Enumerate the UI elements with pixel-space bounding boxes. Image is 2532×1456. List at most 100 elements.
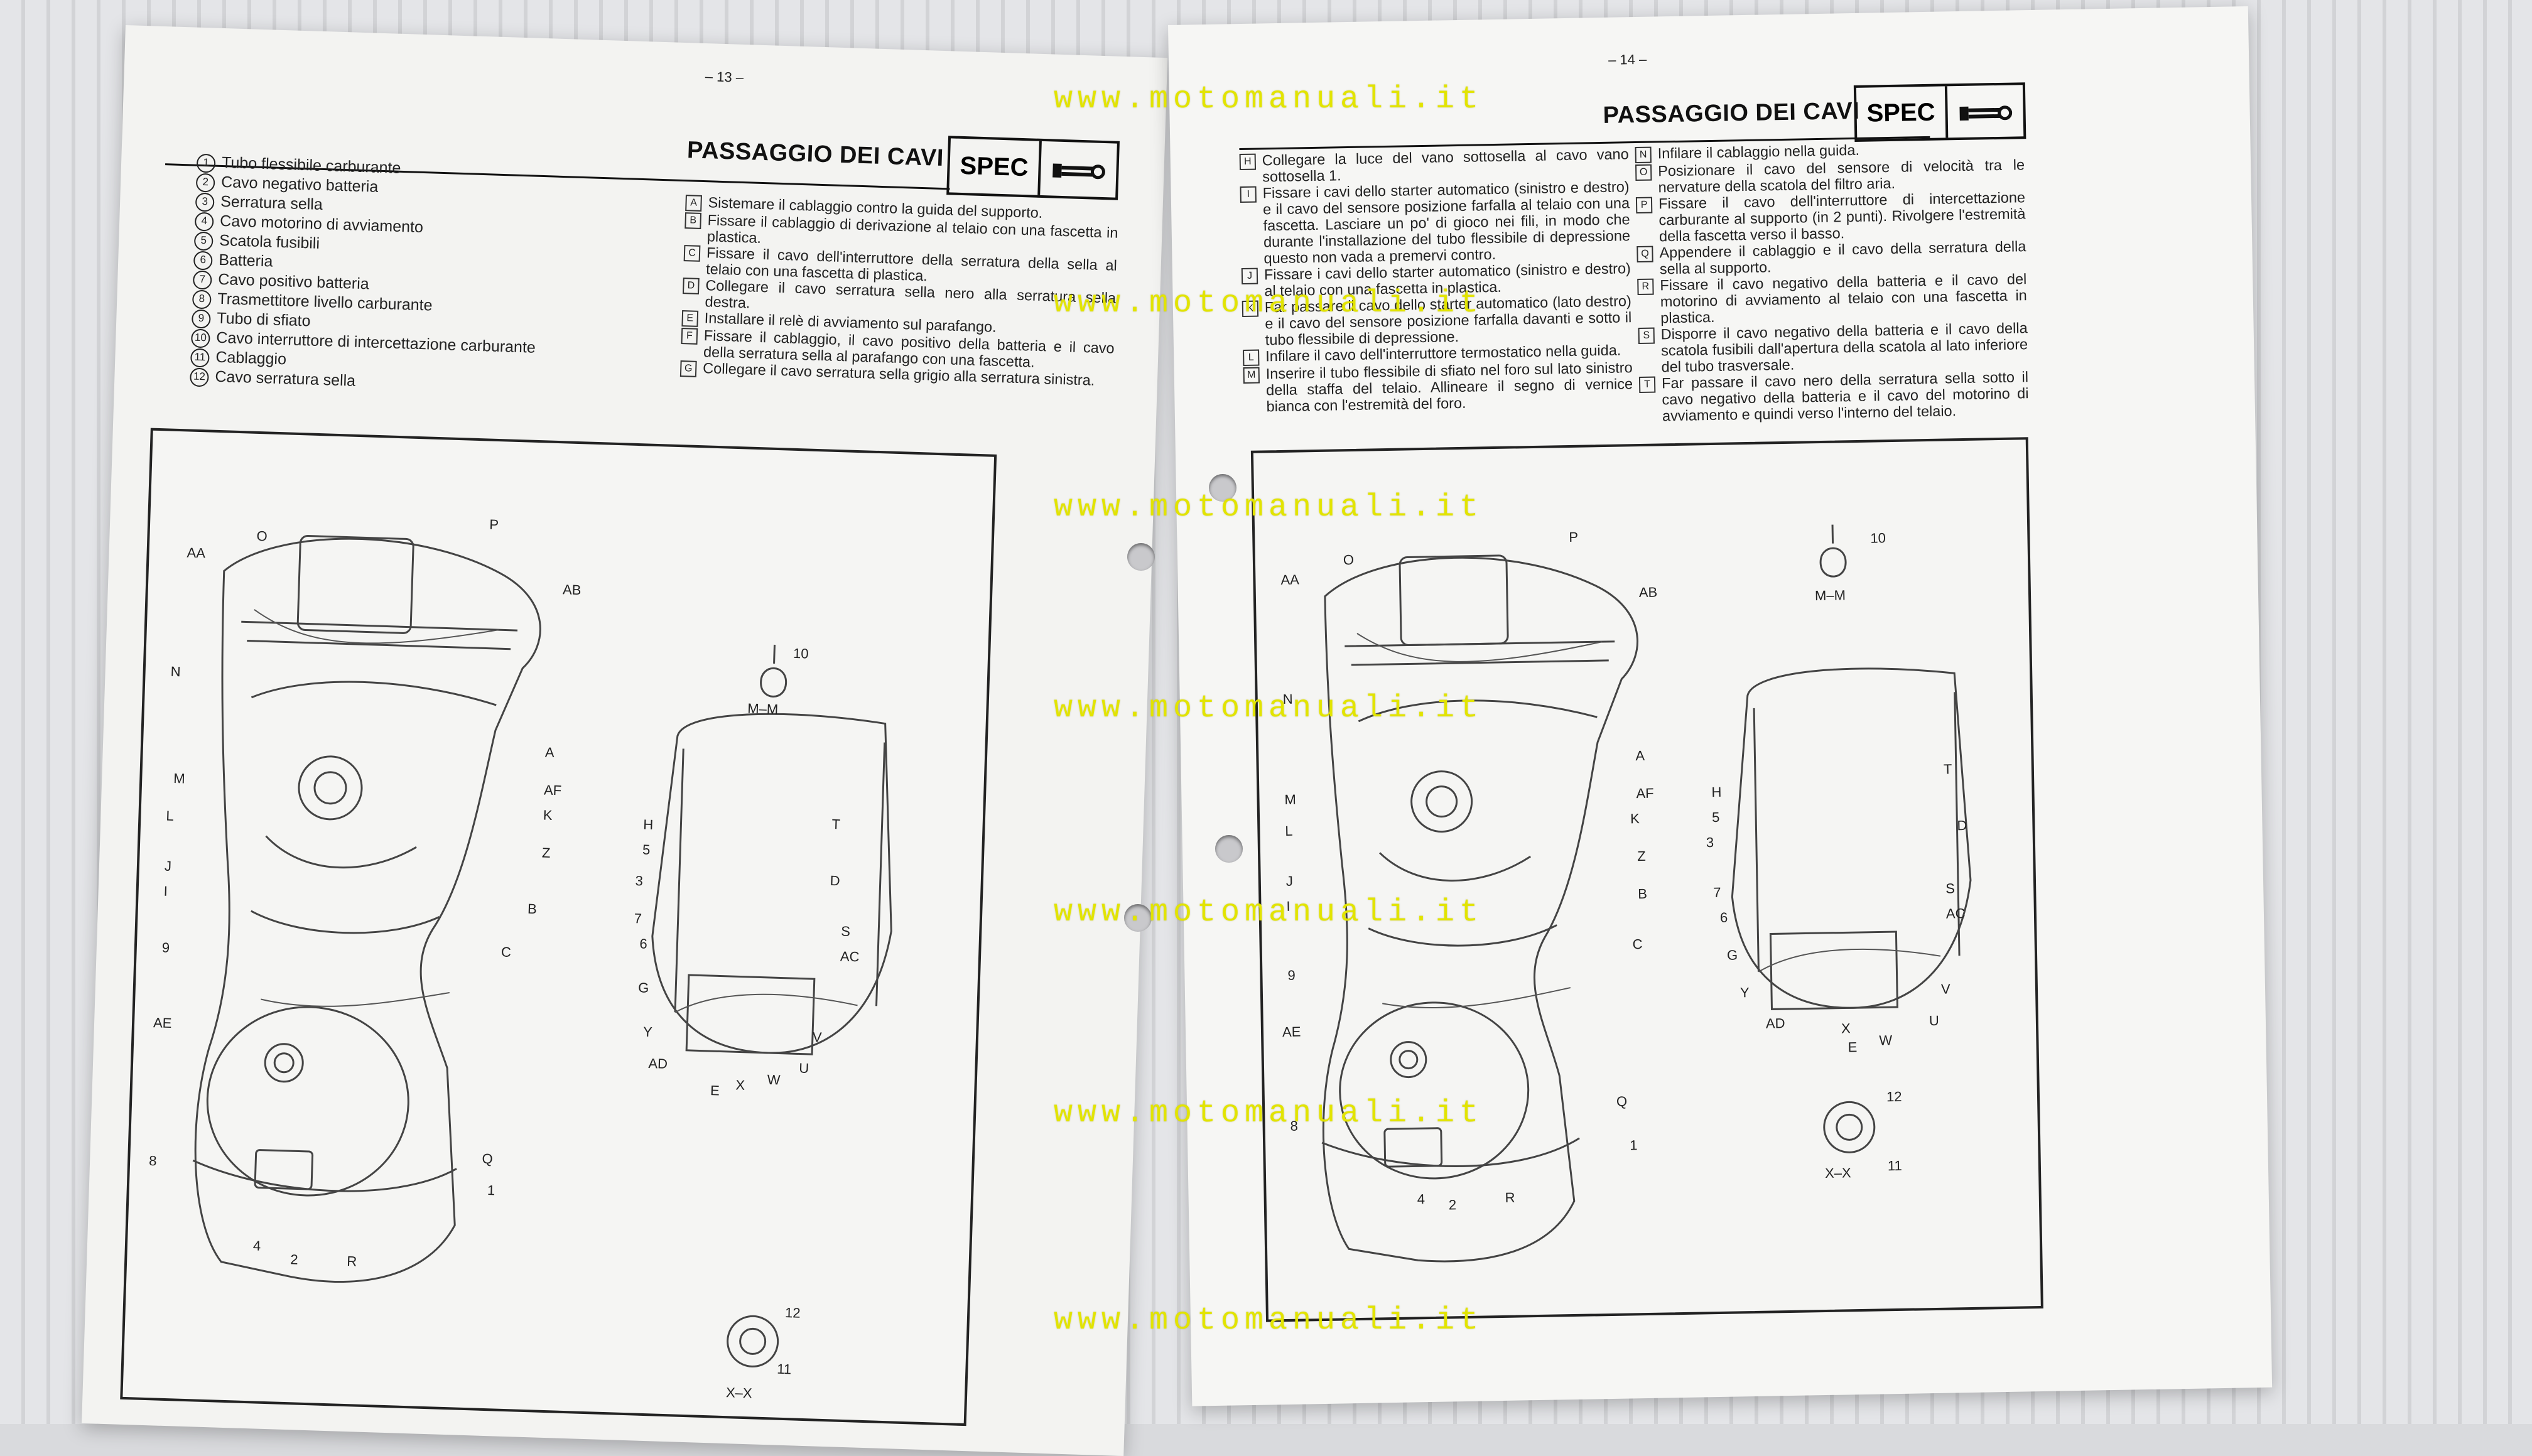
spec-badge: SPEC [1853,82,2026,142]
diagram-callout-ad: AD [648,1055,668,1072]
item-number: 11 [190,348,210,368]
diagram-callout-10: 10 [1870,530,1886,546]
diagram-callout-h: H [1711,784,1721,800]
diagram-callout-u: U [1929,1013,1939,1028]
diagram-callout-x: X [1841,1020,1851,1036]
watermark-text: www.motomanuali.it [1053,286,1484,321]
note-key: A [685,195,702,212]
binder-hole [1124,904,1152,932]
item-text: Fissare il cavo negativo della batteria … [1660,271,2027,326]
diagram-callout-i: I [163,883,168,899]
note-item: I Fissare i cavi dello starter automatico… [1240,178,1630,267]
diagram-callout-g: G [1727,947,1738,963]
item-number: 5 [193,231,214,251]
diagram-callout-e: E [1848,1039,1857,1055]
note-key: S [1638,327,1655,345]
diagram-callout-8: 8 [149,1153,157,1168]
binder-hole [1215,835,1243,863]
diagram-callout-a: A [545,745,555,760]
diagram-callout-e: E [710,1082,720,1098]
item-text: Fissare i cavi dello starter automatico … [1262,178,1631,267]
note-key: B [684,212,702,229]
diagram-callout-d: D [830,873,840,888]
item-number: 10 [190,328,210,348]
spec-badge: SPEC [946,136,1120,200]
note-key: T [1638,376,1656,393]
note-key: J [1241,267,1258,285]
section-label-xx: X–X [1825,1165,1851,1181]
note-key: L [1243,349,1260,366]
diagram-callout-9: 9 [1287,968,1296,983]
diagram-callout-ad: AD [1766,1015,1785,1032]
diagram-callout-3: 3 [1706,834,1714,850]
diagram-callout-7: 7 [1713,885,1721,900]
wrench-routing-icon [1947,85,2023,138]
item-text: Tubo di sfiato [216,309,311,330]
note-key: E [681,310,699,327]
diagram-callout-j: J [1286,873,1293,889]
diagram-callout-aa: AA [1280,571,1299,588]
diagram-callout-4: 4 [1417,1191,1425,1207]
diagram-callout-1: 1 [487,1182,495,1198]
binder-hole [1209,474,1236,502]
diagram-callout-d: D [1957,817,1967,833]
item-number: 2 [195,173,215,193]
diagram-callout-w: W [1879,1032,1892,1048]
diagram-callout-z: Z [1637,848,1646,864]
diagram-callout-m: M [1284,792,1296,807]
diagram-callout-v: V [813,1029,823,1045]
diagram-callout-q: Q [1616,1094,1628,1109]
diagram-callout-1: 1 [1630,1137,1638,1153]
watermark-text: www.motomanuali.it [1053,895,1484,930]
diagram-callout-l: L [1285,823,1293,839]
diagram-callout-o: O [1343,552,1355,568]
spec-label: SPEC [1856,86,1949,139]
item-text: Far passare il cavo nero della serratura… [1661,369,2029,424]
diagram-callout-l: L [166,808,174,824]
item-number: 3 [195,192,215,212]
section-label-xx: X–X [726,1384,753,1401]
diagram-callout-3: 3 [635,873,643,888]
item-text: Cablaggio [215,348,287,369]
note-key: I [1240,186,1257,203]
diagram-callout-ae: AE [153,1015,172,1031]
diagram-callout-m: M [173,770,185,787]
diagram-callout-z: Z [542,844,551,860]
page-title: PASSAGGIO DEI CAVI [1603,97,1860,129]
diagram-callout-9: 9 [161,940,170,956]
spec-label: SPEC [949,138,1042,195]
diagram-callout-12: 12 [785,1305,801,1321]
diagram-callout-ac: AC [1946,905,1966,922]
note-key: M [1243,367,1260,384]
diagram-callout-w: W [767,1072,781,1088]
diagram-callout-u: U [799,1060,809,1076]
note-key: R [1637,278,1654,296]
diagram-callout-r: R [1505,1190,1515,1205]
item-number: 4 [194,212,214,232]
diagram-callout-s: S [1945,880,1955,896]
diagram-callout-o: O [256,528,268,544]
diagram-callout-8: 8 [1290,1118,1298,1134]
diagram-callout-y: Y [643,1024,653,1040]
diagram-callout-a: A [1635,748,1645,763]
note-key: G [679,360,697,377]
diagram-callout-b: B [528,901,537,917]
section-label-mm: M–M [1815,587,1846,603]
watermark-text: www.motomanuali.it [1053,691,1484,726]
diagram-callout-af: AF [1636,785,1654,801]
diagram-callout-11: 11 [1888,1158,1902,1173]
note-key: Q [1637,245,1653,263]
diagram-callout-h: H [643,817,654,833]
page-title: PASSAGGIO DEI CAVI [686,137,944,172]
item-text: Scatola fusibili [219,231,320,252]
diagram-callout-b: B [1638,886,1647,902]
